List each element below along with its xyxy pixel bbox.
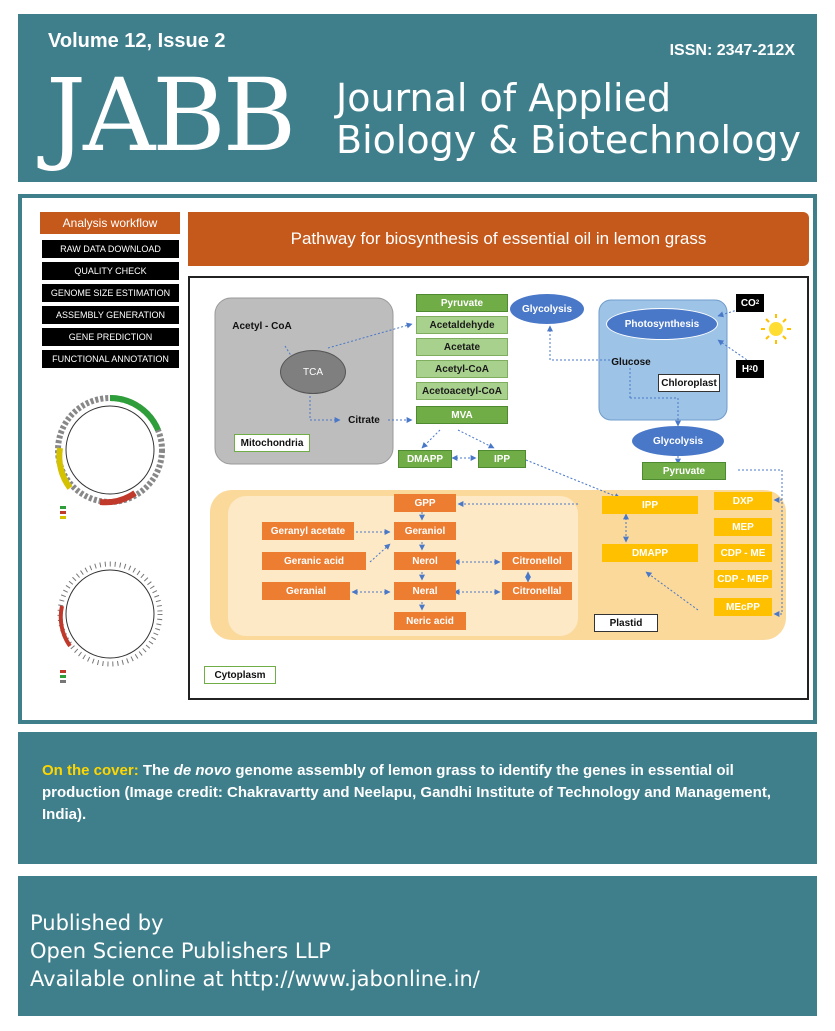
volume-issue: Volume 12, Issue 2	[48, 30, 226, 52]
acetyl-coa-label: Acetyl - CoA	[232, 320, 292, 332]
pyruvate-node: Pyruvate	[642, 462, 726, 480]
caption-italic: de novo	[173, 762, 232, 779]
workflow-step: FUNCTIONAL ANNOTATION	[42, 350, 179, 368]
workflow-title: Analysis workflow	[40, 212, 180, 234]
journal-name-line1: Journal of Applied	[336, 76, 672, 120]
chloroplast-genome-map	[40, 378, 180, 528]
workflow-step: ASSEMBLY GENERATION	[42, 306, 179, 324]
neric-acid-node: Neric acid	[394, 612, 466, 630]
gpp-node: GPP	[394, 494, 456, 512]
journal-logo: JABB	[46, 57, 296, 174]
issn: ISSN: 2347-212X	[669, 42, 795, 59]
acetate-node: Acetate	[416, 338, 508, 356]
ipp-node: IPP	[478, 450, 526, 468]
mva-node: MVA	[416, 406, 508, 424]
citrate-label: Citrate	[348, 414, 380, 426]
acetyl-coa-node: Acetyl-CoA	[416, 360, 508, 378]
workflow-step: GENOME SIZE ESTIMATION	[42, 284, 179, 302]
photosynthesis-node: Photosynthesis	[606, 308, 718, 340]
mitochondrial-genome-map	[40, 546, 180, 696]
glycolysis-node: Glycolysis	[632, 426, 724, 456]
journal-name-line2: Biology & Biotechnology	[336, 118, 801, 162]
publisher-url: Available online at http://www.jabonline…	[30, 967, 480, 991]
cover-caption-band: On the cover: The de novo genome assembl…	[18, 732, 817, 864]
plastid-label: Plastid	[594, 614, 658, 632]
mitochondria-label: Mitochondria	[234, 434, 310, 452]
pyruvate-node: Pyruvate	[416, 294, 508, 312]
geraniol-node: Geraniol	[394, 522, 456, 540]
dmapp-plastid-node: DMAPP	[602, 544, 698, 562]
ipp-plastid-node: IPP	[602, 496, 698, 514]
masthead: Volume 12, Issue 2 ISSN: 2347-212X JABB …	[18, 14, 817, 182]
geranyl-acetate-node: Geranyl acetate	[262, 522, 354, 540]
mecpp-node: MEcPP	[714, 598, 772, 616]
cdp-me-node: CDP - ME	[714, 544, 772, 562]
geranic-acid-node: Geranic acid	[262, 552, 366, 570]
cover-figure: Analysis workflow RAW DATA DOWNLOAD QUAL…	[22, 198, 813, 720]
cdp-mep-node: CDP - MEP	[714, 570, 772, 588]
caption-lead: On the cover:	[42, 762, 139, 779]
tca-node: TCA	[280, 350, 346, 394]
publisher-line: Published by	[30, 911, 164, 935]
publisher-name: Open Science Publishers LLP	[30, 939, 331, 963]
publisher-band: Published by Open Science Publishers LLP…	[18, 876, 817, 1016]
workflow-step: GENE PREDICTION	[42, 328, 179, 346]
pathway-diagram: Acetyl - CoA TCA Citrate Mitochondria Py…	[188, 276, 809, 700]
citronellal-node: Citronellal	[502, 582, 572, 600]
caption-text: The	[138, 762, 174, 779]
neral-node: Neral	[394, 582, 456, 600]
glycolysis-node: Glycolysis	[510, 294, 584, 324]
pathway-title: Pathway for biosynthesis of essential oi…	[188, 212, 809, 266]
workflow-step: RAW DATA DOWNLOAD	[42, 240, 179, 258]
acetaldehyde-node: Acetaldehyde	[416, 316, 508, 334]
geranial-node: Geranial	[262, 582, 350, 600]
chloroplast-label: Chloroplast	[658, 374, 720, 392]
citronellol-node: Citronellol	[502, 552, 572, 570]
acetoacetyl-coa-node: Acetoacetyl-CoA	[416, 382, 508, 400]
dmapp-node: DMAPP	[398, 450, 452, 468]
cover-figure-frame: Analysis workflow RAW DATA DOWNLOAD QUAL…	[18, 194, 817, 724]
cytoplasm-label: Cytoplasm	[204, 666, 276, 684]
glucose-label: Glucose	[611, 356, 651, 368]
caption-text: genome assembly of lemon grass to identi…	[42, 762, 771, 823]
mep-node: MEP	[714, 518, 772, 536]
workflow-step: QUALITY CHECK	[42, 262, 179, 280]
dxp-node: DXP	[714, 492, 772, 510]
cover-caption: On the cover: The de novo genome assembl…	[42, 760, 802, 826]
nerol-node: Nerol	[394, 552, 456, 570]
